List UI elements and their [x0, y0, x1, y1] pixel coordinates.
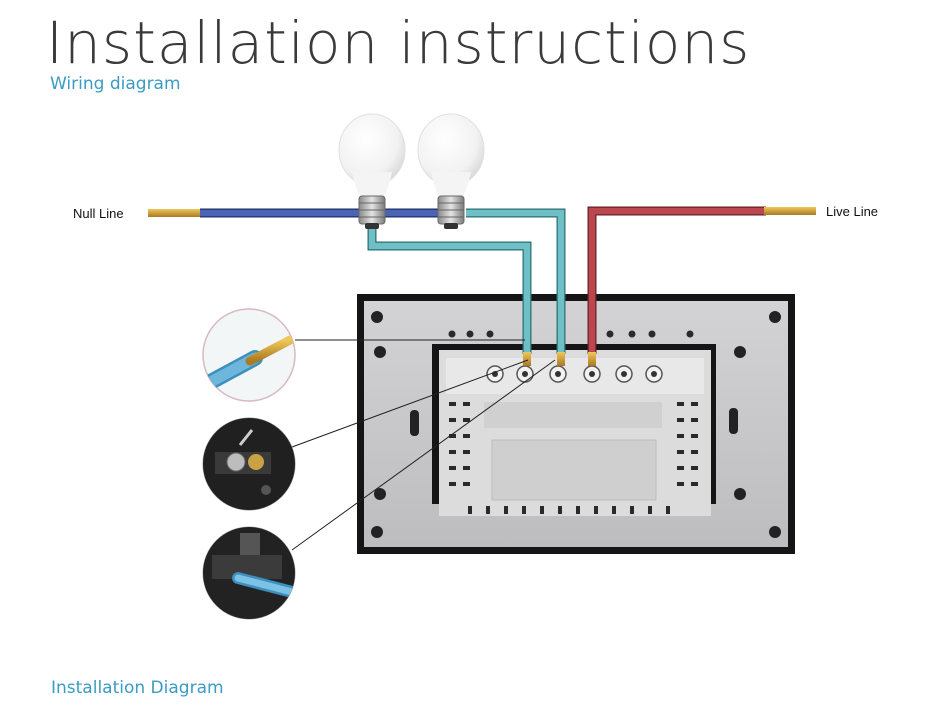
null-line-label: Null Line	[73, 206, 124, 221]
inserted-wire-detail	[202, 526, 296, 620]
light-bulb-icon	[417, 113, 485, 229]
load-wire-2	[466, 208, 566, 366]
null-wire	[148, 208, 450, 218]
diagram-subtitle: Wiring diagram	[50, 74, 181, 94]
callout-lines	[291, 339, 556, 551]
screw-terminal-detail	[202, 417, 296, 511]
switch-panel	[357, 294, 795, 554]
live-line-label: Live Line	[826, 204, 879, 219]
stripped-wire-detail	[202, 308, 296, 402]
load-wire-1	[367, 228, 532, 366]
wires	[148, 206, 816, 366]
page-title: Installation instructions	[46, 9, 751, 77]
installation-diagram-caption: Installation Diagram	[51, 678, 224, 698]
light-bulb-icon	[338, 113, 406, 229]
live-wire	[587, 206, 816, 366]
